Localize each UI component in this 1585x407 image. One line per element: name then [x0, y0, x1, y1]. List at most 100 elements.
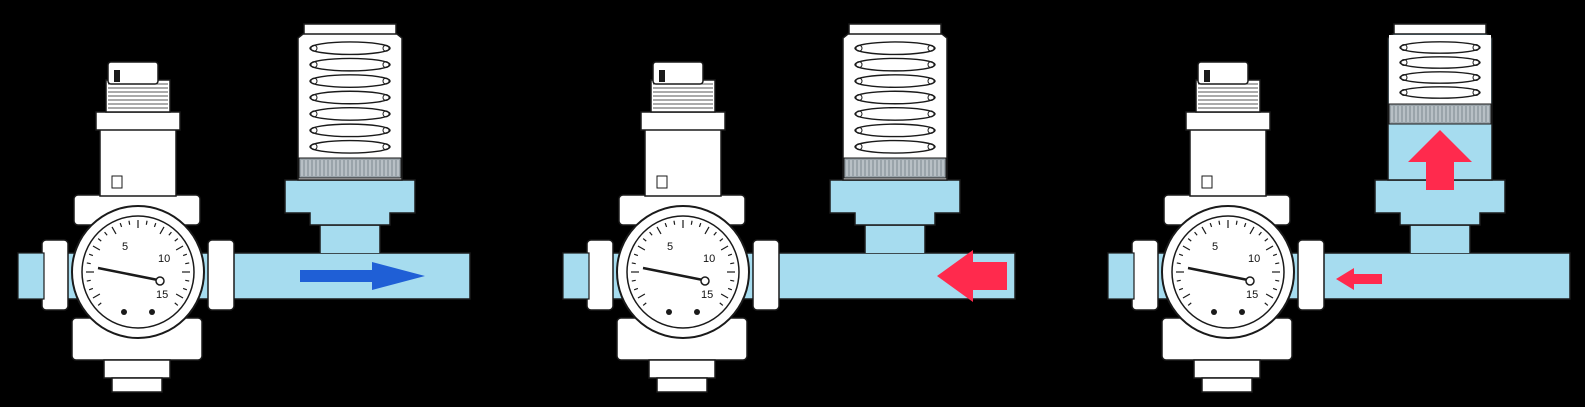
spring-coil — [1399, 56, 1481, 69]
gauge-label: 10 — [703, 253, 715, 265]
adjust-knob — [652, 61, 704, 85]
spring-coil — [309, 123, 391, 138]
gauge-tick — [719, 302, 724, 306]
spring-end — [1472, 59, 1480, 66]
gauge-tick — [1249, 226, 1255, 235]
spring-end — [855, 126, 863, 134]
spring-end — [310, 94, 318, 101]
spring-end — [310, 77, 318, 85]
gauge-tick — [720, 293, 729, 299]
gauge-tick — [1272, 253, 1278, 257]
spring-end — [855, 61, 863, 69]
chamber-stem — [319, 224, 381, 253]
gauge-tick — [97, 302, 102, 306]
chamber-base — [284, 179, 416, 226]
gauge-tick — [1265, 245, 1274, 251]
gauge-tick — [713, 231, 717, 236]
spring-end — [1400, 44, 1408, 51]
gauge-tick — [673, 220, 676, 225]
spring-coil — [854, 74, 936, 89]
spring-coil — [309, 57, 391, 72]
chamber-air — [1389, 35, 1491, 105]
gauge-tick — [1275, 262, 1280, 265]
gauge-tick — [690, 220, 693, 225]
gauge-tick — [86, 279, 91, 282]
spring-end — [382, 143, 390, 151]
drain-nut — [111, 377, 163, 393]
gauge-tick — [159, 226, 165, 235]
panel-state-2: 5 10 15 — [545, 0, 1105, 407]
gauge-tick — [104, 231, 108, 236]
inlet-nut — [586, 239, 614, 311]
gauge-tick — [1264, 238, 1269, 242]
spring-coil — [1399, 86, 1481, 99]
gauge-tick — [656, 226, 662, 235]
gauge-tick — [182, 253, 188, 257]
gauge-tick — [174, 302, 179, 306]
spring-end — [310, 61, 318, 69]
gauge-tick — [727, 253, 733, 257]
spring-coil — [309, 106, 391, 121]
spring-end — [927, 44, 935, 52]
gauge-tick — [174, 238, 179, 242]
gauge-tick — [1178, 287, 1184, 291]
gauge-tick — [1187, 238, 1192, 242]
spring-end — [1472, 44, 1480, 51]
gauge-tick — [730, 279, 735, 282]
gauge-tick — [185, 279, 190, 282]
gauge-tick — [1272, 287, 1278, 291]
spring-end — [855, 44, 863, 52]
gauge-label: 15 — [701, 289, 713, 301]
spring-end — [927, 143, 935, 151]
spring-end — [855, 94, 863, 101]
gauge-tick — [145, 220, 148, 225]
valve-assembly-2: 5 10 15 — [562, 23, 1016, 393]
gauge-label: 15 — [1246, 289, 1258, 301]
bottom-plug — [1193, 359, 1261, 379]
flow-arrow-left-small — [1336, 268, 1382, 290]
gauge-tick — [97, 238, 102, 242]
gauge-tick — [168, 231, 172, 236]
inlet-nut — [41, 239, 69, 311]
gauge-tick — [88, 287, 94, 291]
spring-end — [1472, 74, 1480, 81]
spring-coil — [854, 41, 936, 56]
gauge-tick — [1176, 279, 1181, 282]
spring-end — [382, 110, 390, 118]
gauge-tick — [128, 220, 131, 225]
spring-coil — [309, 41, 391, 56]
gauge-tick — [1218, 220, 1221, 225]
spring-end — [1400, 74, 1408, 81]
chamber-cap — [848, 23, 942, 35]
gauge-needle — [1187, 266, 1249, 282]
bonnet-ring — [95, 111, 181, 131]
gauge-tick — [92, 245, 101, 251]
gauge-tick — [119, 222, 123, 228]
gauge-tick — [1265, 293, 1274, 299]
gauge-needle — [642, 266, 704, 282]
chamber-base — [1374, 179, 1506, 226]
gauge-label: 15 — [156, 289, 168, 301]
gauge-tick — [1201, 226, 1207, 235]
flow-arrow-right — [300, 262, 425, 290]
bottom-plug — [103, 359, 171, 379]
gauge-tick — [642, 238, 647, 242]
gauge-tick — [1264, 302, 1269, 306]
gauge-tick — [727, 287, 733, 291]
spring-end — [310, 44, 318, 52]
chamber-cap — [1393, 23, 1487, 35]
gauge-face — [81, 215, 195, 329]
gauge-tick — [1275, 279, 1280, 282]
gauge-needle — [97, 266, 159, 282]
chamber-cap — [303, 23, 397, 35]
gauge-tick — [698, 222, 702, 228]
bonnet — [644, 127, 722, 197]
gauge-tick — [182, 287, 188, 291]
gauge-label: 10 — [158, 253, 170, 265]
gauge-label: 5 — [667, 241, 673, 253]
spring-coil — [854, 139, 936, 154]
